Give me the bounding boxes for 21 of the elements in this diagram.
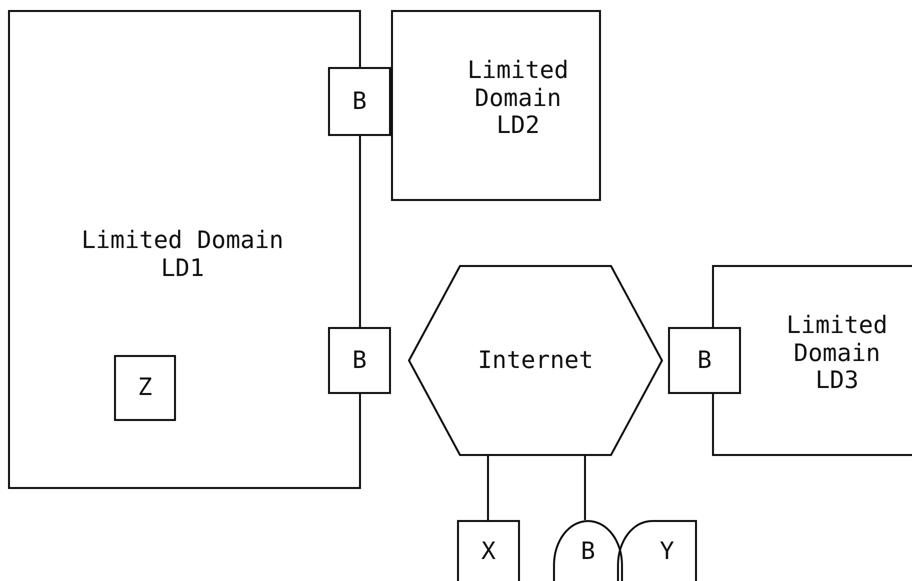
node-label: B — [580, 538, 596, 566]
domain-box — [391, 10, 601, 201]
node-label: B — [352, 346, 367, 374]
domain-box — [712, 265, 912, 456]
node-label: B — [352, 88, 367, 116]
node-label: Z — [138, 374, 152, 402]
connector-line — [487, 456, 489, 520]
host-box — [457, 520, 520, 581]
node-label: Limited Domain LD1 — [80, 227, 285, 282]
gateway-box — [328, 67, 391, 136]
gateway-box — [668, 327, 741, 394]
node-label: X — [481, 538, 496, 566]
host-box — [114, 355, 176, 421]
gateway-box — [328, 327, 391, 394]
node-label: Internet — [478, 346, 594, 374]
node-label: Y — [660, 538, 674, 566]
host-shape — [617, 520, 697, 581]
node-label: Limited Domain LD2 — [466, 57, 570, 140]
node-label: B — [697, 346, 712, 374]
connector-line — [584, 456, 586, 520]
node-label: Limited Domain LD3 — [785, 312, 889, 395]
